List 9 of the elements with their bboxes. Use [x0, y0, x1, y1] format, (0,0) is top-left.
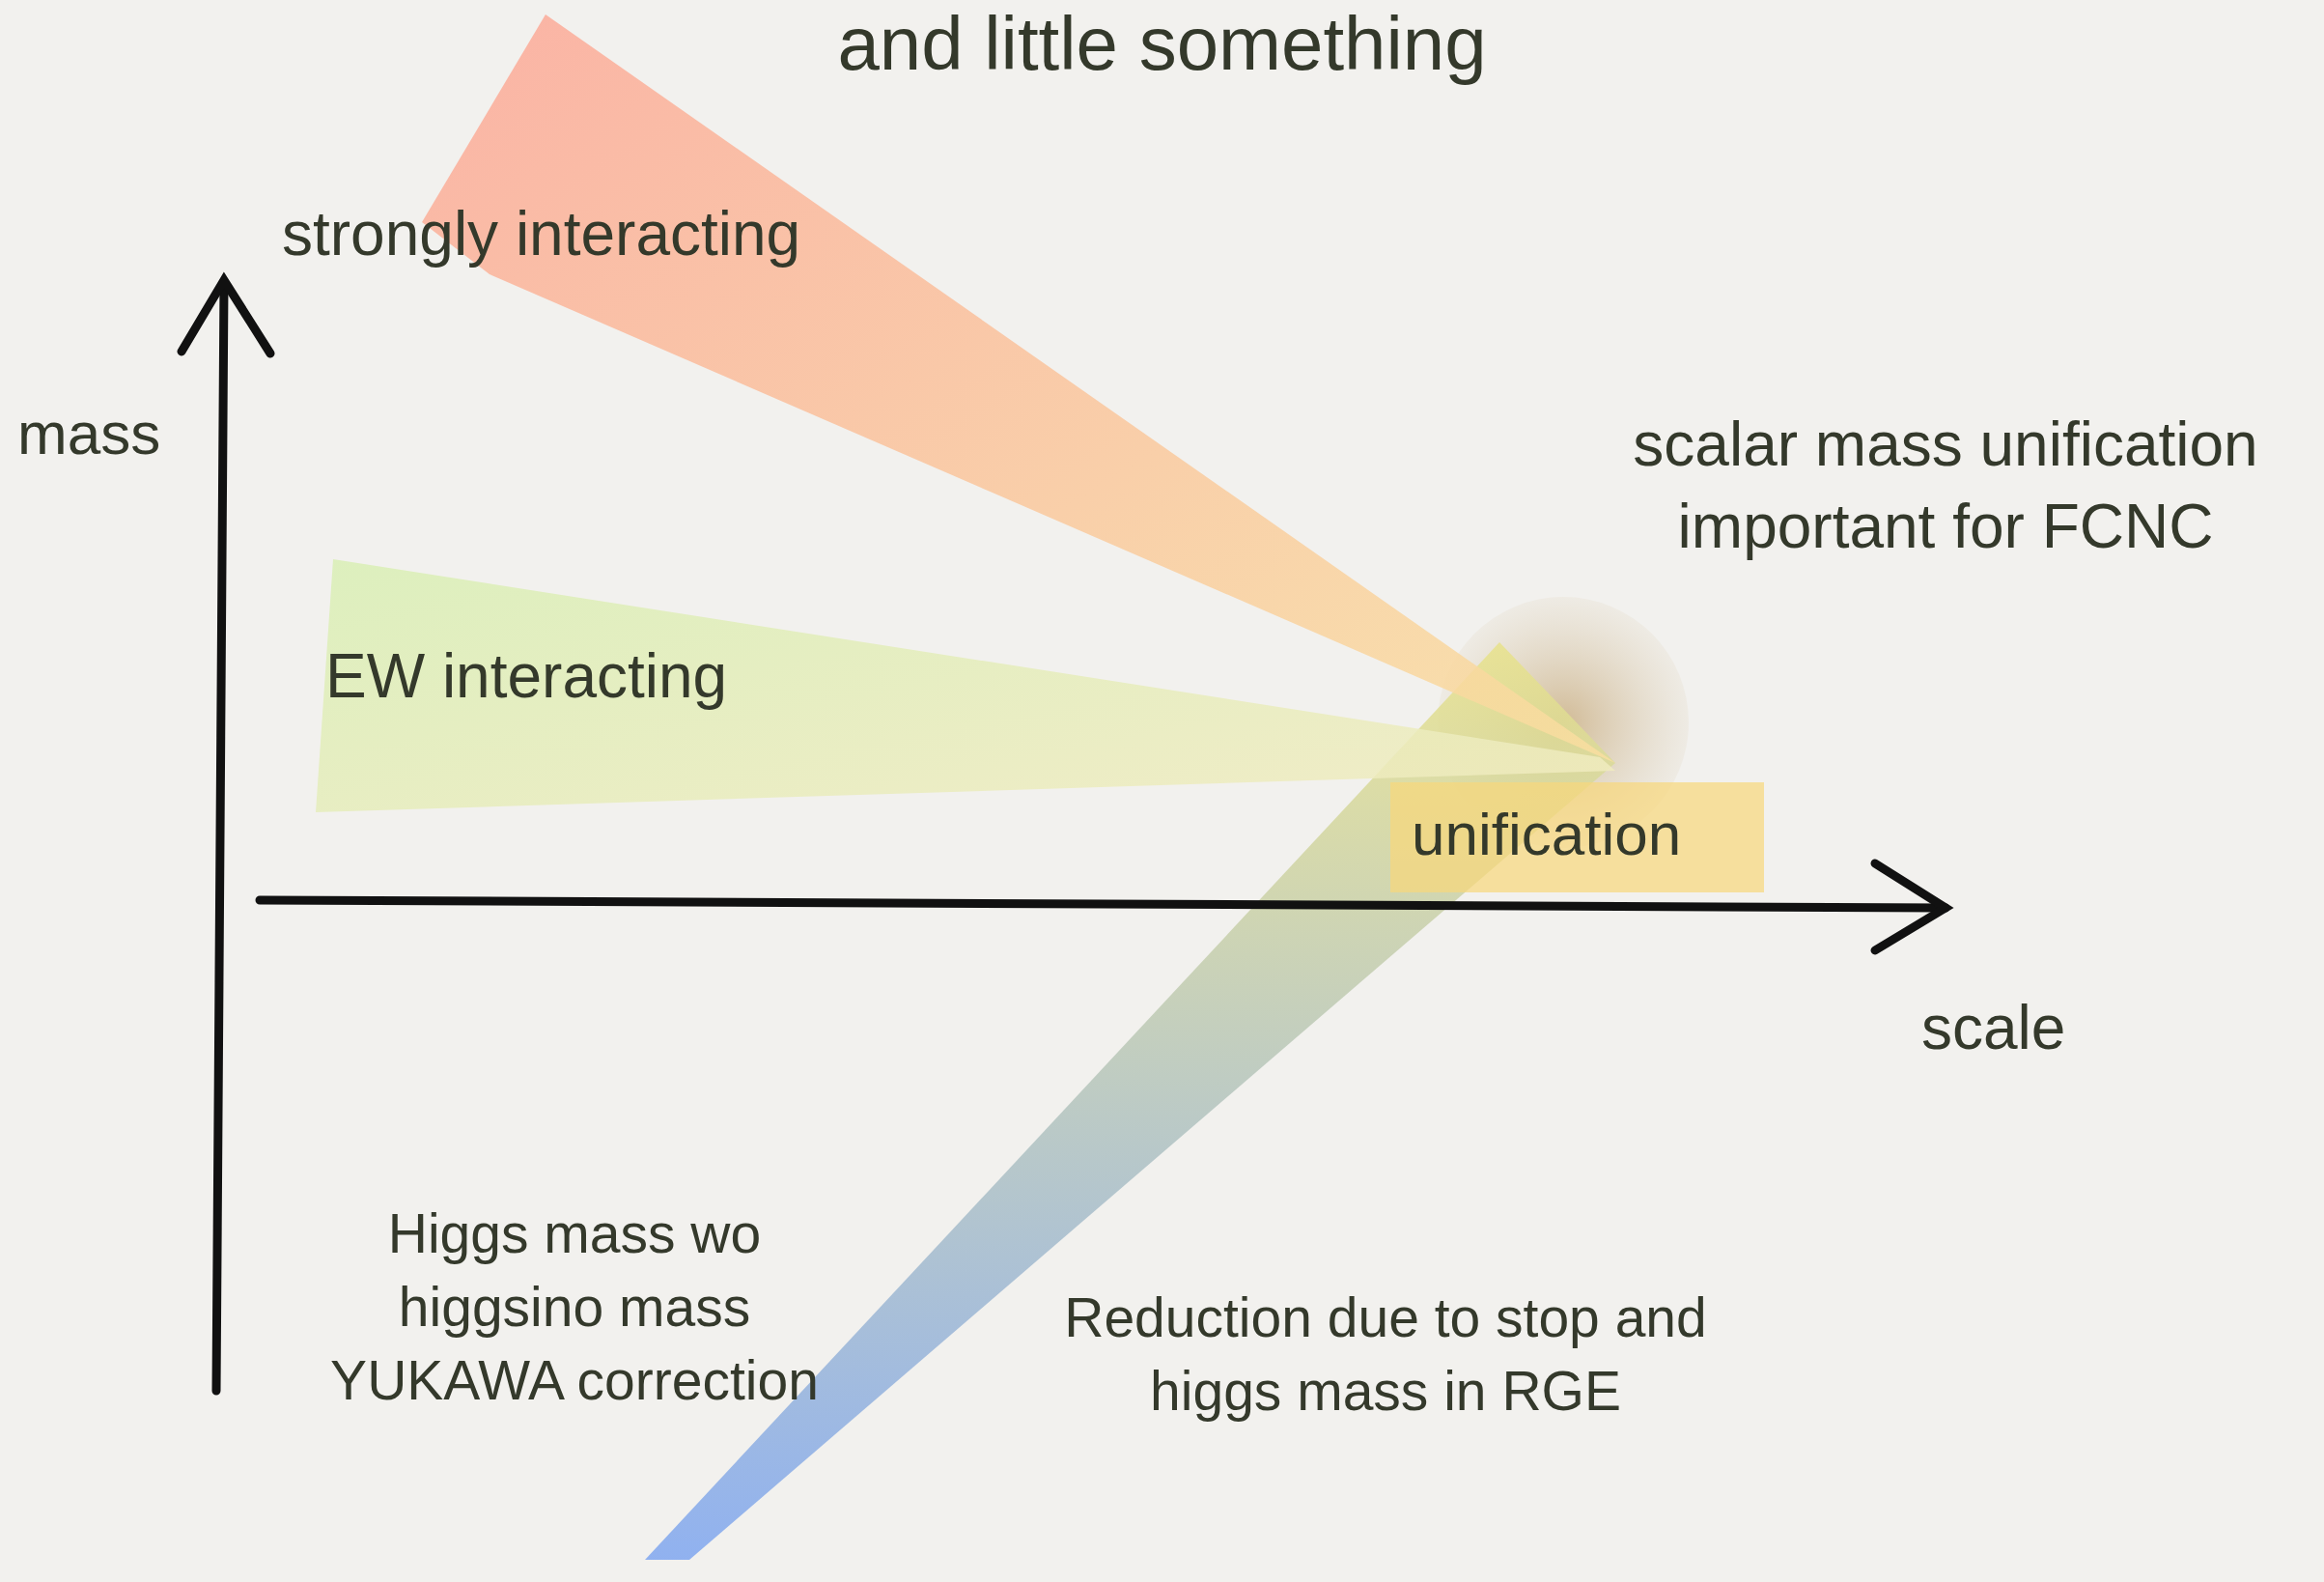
annotation-text: scalar mass unification important for FCNC: [1632, 409, 2259, 564]
annotation-text: Higgs mass wo higgsino mass YUKAWA correction: [329, 1201, 820, 1413]
annotation-text: Reduction due to stop and higgs mass in RGE: [1063, 1285, 1708, 1424]
wedge-label: strongly interacting: [282, 198, 801, 269]
slide-title: and little something: [836, 0, 1488, 88]
axis-label: scale: [1921, 992, 2067, 1064]
wedge-label: EW interacting: [325, 640, 728, 712]
wedge-label: unification: [1412, 800, 1682, 868]
axis-label: mass: [17, 399, 162, 468]
